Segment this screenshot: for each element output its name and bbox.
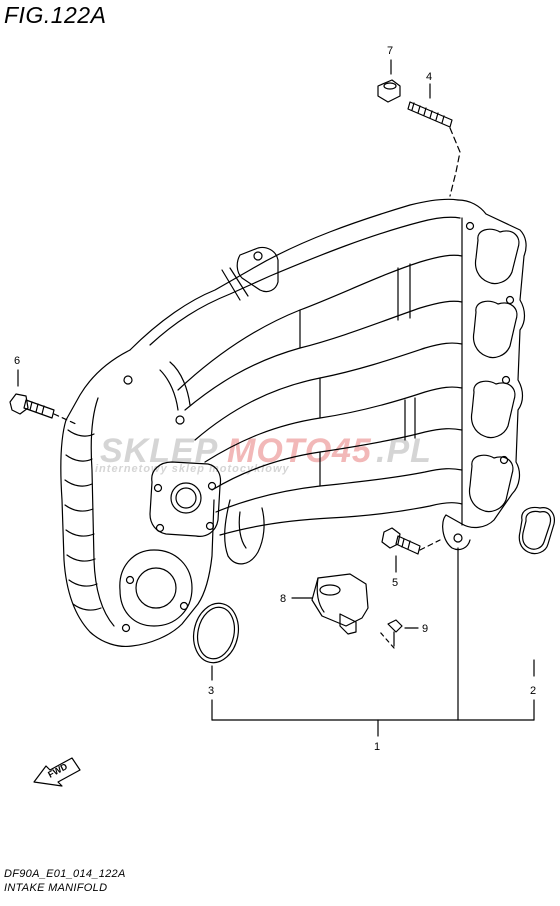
- stud-part-4: [407, 83, 461, 197]
- figure-code: DF90A_E01_014_122A: [4, 868, 126, 880]
- figure-name: INTAKE MANIFOLD: [4, 882, 108, 894]
- callout-5: 5: [392, 577, 398, 589]
- callout-labels: 1 2 3 4 5 6 7 8 9: [14, 45, 536, 753]
- sensor-part-8: [291, 573, 369, 635]
- screw-part-9: [379, 619, 419, 649]
- fwd-arrow-icon: FWD: [33, 757, 81, 787]
- figure-title: FIG.122A: [4, 2, 107, 28]
- callout-6: 6: [14, 355, 20, 367]
- callout-1: 1: [374, 741, 380, 753]
- o-ring-part-3: [192, 602, 240, 681]
- nut-part-7: [377, 59, 401, 103]
- watermark-part2: MOTO: [227, 432, 332, 470]
- assembly-bracket: [211, 547, 535, 737]
- gasket-part-2: [518, 506, 555, 677]
- manifold-body: [60, 198, 527, 648]
- callout-7: 7: [387, 45, 393, 57]
- bolt-part-6: [9, 369, 77, 425]
- callout-4: 4: [426, 71, 432, 83]
- bolt-part-5: [381, 527, 441, 573]
- callout-8: 8: [280, 593, 286, 605]
- callout-3: 3: [208, 685, 214, 697]
- watermark-part4: .PL: [376, 432, 432, 470]
- watermark: SKLEP MOTO 45 .PL internetowy sklep moto…: [95, 432, 432, 475]
- watermark-part3: 45: [331, 432, 372, 470]
- watermark-tagline: internetowy sklep motocyklowy: [95, 463, 290, 475]
- callout-9: 9: [422, 623, 428, 635]
- callout-2: 2: [530, 685, 536, 697]
